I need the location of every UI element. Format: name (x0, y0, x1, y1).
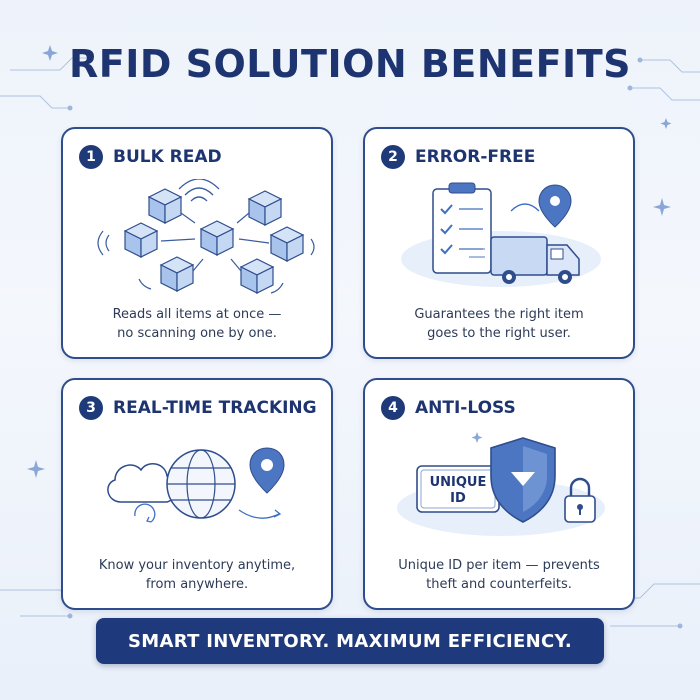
card-description: Guarantees the right item goes to the ri… (377, 305, 621, 343)
benefit-card-error-free: 2 ERROR-FREE Guarantees the right item g… (363, 127, 635, 359)
desc-line-1: Know your inventory anytime, (98, 558, 296, 573)
card-number-badge: 2 (381, 145, 405, 169)
card-title: ANTI-LOSS (415, 398, 516, 418)
desc-line-1: Unique ID per item — prevents (398, 558, 600, 573)
unique-id-label-line2: ID (450, 491, 466, 506)
card-number-badge: 1 (79, 145, 103, 169)
checklist-truck-icon (401, 182, 601, 287)
unique-id-label-line1: UNIQUE (430, 475, 487, 490)
page-title: RFID SOLUTION BENEFITS (69, 42, 631, 86)
desc-line-2: goes to the right user. (427, 326, 571, 341)
shield-lock-icon: UNIQUE ID (397, 432, 605, 536)
desc-line-1: Reads all items at once — (112, 307, 282, 322)
card-description: Reads all items at once — no scanning on… (75, 305, 319, 343)
desc-line-2: from anywhere. (145, 577, 249, 592)
boxes-rfid-icon (97, 179, 315, 294)
tagline-banner: SMART INVENTORY. MAXIMUM EFFICIENCY. (96, 618, 604, 664)
benefit-card-bulk-read: 1 BULK READ Reads all items at once — no (61, 127, 333, 359)
desc-line-1: Guarantees the right item (414, 307, 584, 322)
card-number-badge: 4 (381, 396, 405, 420)
card-title: ERROR-FREE (415, 147, 536, 167)
card-number-badge: 3 (79, 396, 103, 420)
card-description: Know your inventory anytime, from anywhe… (75, 556, 319, 594)
desc-line-2: theft and counterfeits. (426, 577, 572, 592)
card-title: REAL-TIME TRACKING (113, 398, 317, 418)
benefit-card-real-time-tracking: 3 REAL-TIME TRACKING Know your inventory… (61, 378, 333, 610)
cloud-globe-pin-icon (107, 447, 285, 523)
card-description: Unique ID per item — prevents theft and … (377, 556, 621, 594)
card-title: BULK READ (113, 147, 222, 167)
benefit-card-anti-loss: 4 ANTI-LOSS UNIQUE ID Unique ID per item… (363, 378, 635, 610)
tagline-text: SMART INVENTORY. MAXIMUM EFFICIENCY. (128, 630, 572, 652)
desc-line-2: no scanning one by one. (117, 326, 277, 341)
